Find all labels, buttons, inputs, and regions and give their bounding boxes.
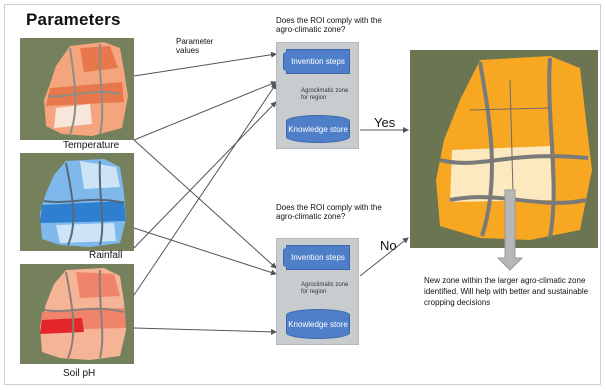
agroclimatic-zone-label: Agroclimatic zone for region <box>301 282 349 295</box>
answer-yes: Yes <box>374 115 396 130</box>
soil-ph-map <box>20 264 134 364</box>
new-zone-callout-arrow <box>496 189 524 271</box>
knowledge-store-cylinder: Knowledge store <box>286 309 350 339</box>
question-bottom: Does the ROI comply with the agro-climat… <box>276 203 382 221</box>
parameters-title: Parameters <box>26 10 121 29</box>
rainfall-map <box>20 153 134 251</box>
decision-panel-bottom: Invention steps Agroclimatic zone for re… <box>276 238 359 345</box>
parameter-values-label: Parameter values <box>176 37 214 55</box>
invention-steps-box: Invention steps <box>283 245 350 270</box>
knowledge-store-cylinder: Knowledge store <box>286 115 350 143</box>
agroclimatic-zone-label: Agroclimatic zone for region <box>301 88 349 101</box>
result-map <box>410 50 598 248</box>
question-top: Does the ROI comply with the agro-climat… <box>276 16 382 34</box>
soil-ph-label: Soil pH <box>63 368 96 379</box>
temperature-map <box>20 38 134 140</box>
result-note: New zone within the larger agro-climatic… <box>424 276 589 307</box>
decision-panel-top: Invention steps Agroclimatic zone for re… <box>276 42 359 149</box>
answer-no: No <box>380 238 397 253</box>
figure-frame <box>4 4 601 385</box>
invention-steps-box: Invention steps <box>283 49 350 74</box>
temperature-label: Temperature <box>63 140 120 151</box>
new-zone-region <box>450 146 552 202</box>
rainfall-label: Rainfall <box>89 250 123 261</box>
